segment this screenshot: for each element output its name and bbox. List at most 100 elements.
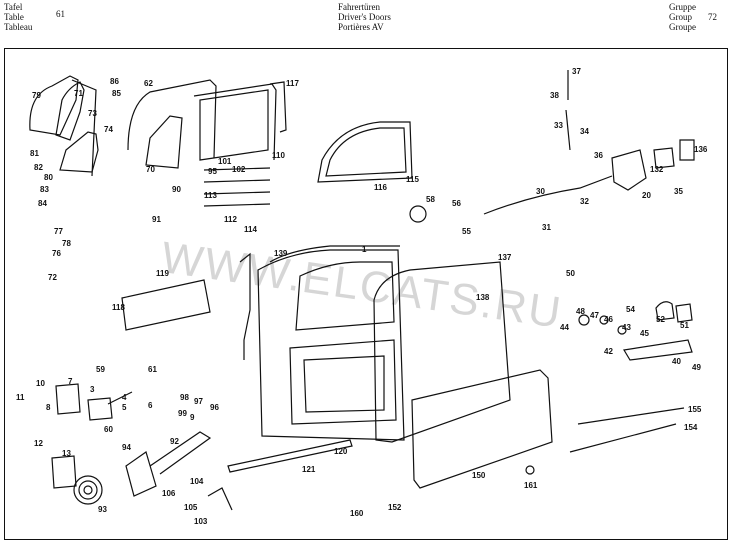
callout-1: 1	[362, 245, 367, 254]
callout-33: 33	[554, 121, 563, 130]
guide-rail	[269, 81, 287, 133]
callout-55: 55	[462, 227, 471, 236]
door-grommet	[409, 205, 427, 223]
callout-12: 12	[34, 439, 43, 448]
callout-112: 112	[224, 215, 237, 224]
callout-117: 117	[286, 79, 299, 88]
door-seal-strip	[239, 252, 251, 360]
callout-83: 83	[40, 185, 49, 194]
callout-121: 121	[302, 465, 316, 474]
callout-38: 38	[550, 91, 559, 100]
remote-rod	[483, 175, 613, 215]
callout-10: 10	[36, 379, 45, 388]
callout-138: 138	[476, 293, 490, 302]
trim-clip	[525, 465, 535, 475]
door-window-opening	[295, 261, 395, 331]
lock-cylinder	[578, 314, 590, 326]
callout-9: 9	[190, 413, 195, 422]
lower-hinge	[51, 455, 77, 489]
callout-76: 76	[52, 249, 61, 258]
sill-strip	[227, 439, 353, 473]
callout-79: 79	[32, 91, 41, 100]
lock-rod	[565, 70, 571, 151]
callout-54: 54	[626, 305, 635, 314]
callout-11: 11	[16, 393, 25, 402]
callout-113: 113	[204, 191, 217, 200]
callout-94: 94	[122, 443, 131, 452]
table-label-de: Tafel	[4, 2, 23, 12]
glass-channel	[193, 83, 277, 161]
callout-43: 43	[622, 323, 631, 332]
callout-32: 32	[580, 197, 589, 206]
callout-105: 105	[184, 503, 198, 512]
balance-spring	[73, 475, 103, 505]
latch-plate	[653, 147, 675, 169]
callout-136: 136	[694, 145, 708, 154]
callout-44: 44	[560, 323, 569, 332]
callout-78: 78	[62, 239, 71, 248]
callout-154: 154	[684, 423, 698, 432]
callout-95: 95	[208, 167, 217, 176]
callout-85: 85	[112, 89, 121, 98]
callout-40: 40	[672, 357, 681, 366]
push-button	[675, 303, 693, 323]
callout-30: 30	[536, 187, 545, 196]
table-number: 61	[56, 9, 65, 19]
callout-51: 51	[680, 321, 689, 330]
window-seal-inner	[325, 127, 407, 177]
lock-ring	[599, 315, 609, 325]
callout-58: 58	[426, 195, 435, 204]
callout-115: 115	[406, 175, 419, 184]
callout-34: 34	[580, 127, 589, 136]
callout-90: 90	[172, 185, 181, 194]
group-number: 72	[708, 12, 717, 22]
group-label-de: Gruppe	[669, 2, 696, 12]
window-seal	[317, 121, 413, 183]
sound-deadener-panel	[121, 279, 211, 331]
window-rails	[203, 167, 271, 207]
group-label-fr: Groupe	[669, 22, 696, 32]
callout-114: 114	[244, 225, 257, 234]
callout-36: 36	[594, 151, 603, 160]
door-trim-panel	[411, 369, 553, 489]
callout-60: 60	[104, 425, 113, 434]
callout-106: 106	[162, 489, 176, 498]
callout-110: 110	[272, 151, 285, 160]
callout-161: 161	[524, 481, 538, 490]
callout-155: 155	[688, 405, 702, 414]
callout-74: 74	[104, 125, 113, 134]
callout-101: 101	[218, 157, 232, 166]
table-label-fr: Tableau	[4, 22, 33, 32]
callout-120: 120	[334, 447, 348, 456]
callout-81: 81	[30, 149, 39, 158]
regulator-arm	[149, 431, 212, 475]
callout-5: 5	[122, 403, 127, 412]
callout-103: 103	[194, 517, 208, 526]
callout-137: 137	[498, 253, 512, 262]
callout-48: 48	[576, 307, 585, 316]
callout-6: 6	[148, 401, 153, 410]
callout-152: 152	[388, 503, 402, 512]
callout-84: 84	[38, 199, 47, 208]
callout-62: 62	[144, 79, 153, 88]
window-frame	[127, 79, 217, 159]
title-de: Fahrertüren	[338, 2, 380, 12]
callout-91: 91	[152, 215, 161, 224]
door-check-strap	[87, 391, 133, 421]
callout-35: 35	[674, 187, 683, 196]
callout-13: 13	[62, 449, 71, 458]
door-inner-panel	[289, 339, 397, 425]
group-label-en: Group	[669, 12, 692, 22]
callout-132: 132	[650, 165, 664, 174]
lock-spring	[617, 325, 627, 335]
callout-119: 119	[156, 269, 169, 278]
window-crank	[207, 487, 233, 511]
striker-plate	[679, 139, 695, 161]
callout-92: 92	[170, 437, 179, 446]
callout-102: 102	[232, 165, 246, 174]
callout-118: 118	[112, 303, 125, 312]
callout-4: 4	[122, 393, 127, 402]
callout-56: 56	[452, 199, 461, 208]
callout-97: 97	[194, 397, 203, 406]
